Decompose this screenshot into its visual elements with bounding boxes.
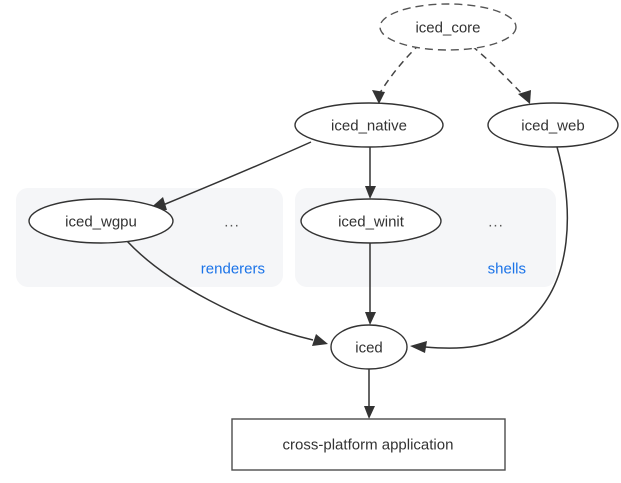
node-iced-core[interactable]: iced_core [379, 3, 517, 51]
node-iced-web-shape[interactable] [487, 102, 619, 148]
node-iced-native-shape[interactable] [294, 102, 444, 148]
cluster-renderers-ellipsis: ... [224, 214, 240, 231]
node-iced-core-label: iced_core [415, 20, 480, 37]
edge-iced-wgpu-to-iced [126, 240, 328, 346]
node-cross-platform-application-label: cross-platform application [283, 437, 454, 454]
edge-iced-winit-to-iced [365, 243, 376, 325]
cluster-shells-ellipsis: ... [488, 214, 504, 231]
edge-iced-core-to-iced-web-arrow [518, 90, 531, 104]
edge-iced-to-app-arrow [364, 406, 375, 419]
edge-iced-native-to-iced-winit [365, 147, 376, 199]
node-iced-web[interactable]: iced_web [487, 102, 619, 148]
edge-iced-core-to-iced-native-path [377, 43, 421, 97]
node-iced-wgpu-label: iced_wgpu [65, 214, 137, 231]
edge-iced-to-app [364, 369, 375, 419]
node-iced-label: iced [355, 340, 383, 357]
node-iced-wgpu-shape[interactable] [28, 198, 174, 244]
edge-iced-wgpu-to-iced-path [126, 240, 314, 341]
node-iced-core-shape[interactable] [379, 3, 517, 51]
edge-iced-web-to-iced-arrow [410, 341, 427, 353]
cluster-renderers-label: renderers [201, 261, 265, 278]
edge-iced-winit-to-iced-arrow [365, 312, 376, 325]
node-iced-winit-shape[interactable] [300, 198, 442, 244]
edge-iced-web-to-iced [410, 146, 569, 353]
edge-iced-core-to-iced-web [471, 45, 531, 104]
node-iced-winit-label: iced_winit [338, 214, 405, 231]
node-iced-native[interactable]: iced_native [294, 102, 444, 148]
edge-iced-native-to-iced-winit-arrow [365, 186, 376, 199]
node-iced-web-label: iced_web [521, 118, 584, 135]
node-cross-platform-application[interactable]: cross-platform application [231, 418, 506, 471]
edge-iced-wgpu-to-iced-arrow [312, 334, 328, 346]
node-iced-winit[interactable]: iced_winit [300, 198, 442, 244]
edge-iced-core-to-iced-web-path [471, 45, 525, 97]
edge-iced-native-to-iced-wgpu-path [162, 141, 312, 206]
node-iced-wgpu[interactable]: iced_wgpu [28, 198, 174, 244]
cluster-shells-label: shells [488, 261, 526, 278]
node-cross-platform-application-shape[interactable] [231, 418, 506, 471]
edge-iced-core-to-iced-native-arrow [372, 90, 385, 104]
edge-iced-web-to-iced-path [424, 146, 569, 349]
node-iced-native-label: iced_native [331, 118, 407, 135]
edge-iced-core-to-iced-native [372, 43, 421, 104]
node-iced[interactable]: iced [330, 324, 408, 370]
node-iced-shape[interactable] [330, 324, 408, 370]
